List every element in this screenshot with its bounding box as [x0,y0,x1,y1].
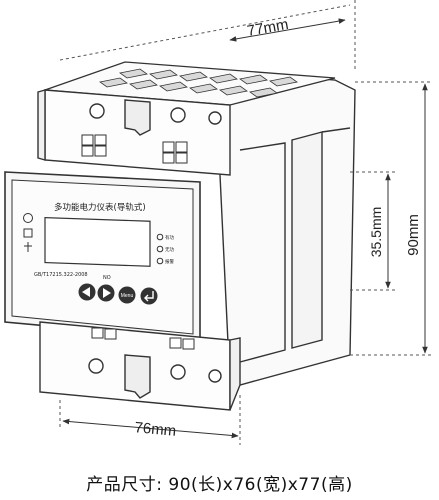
led-active-icon [156,233,164,241]
window-height-label: 35.5mm [368,207,384,258]
dimension-width [59,395,241,445]
right-arrow-icon [103,288,111,298]
product-size-caption: 产品尺寸: 90(长)x76(宽)x77(高) [86,475,353,495]
dimension-height [350,81,432,356]
left-arrow-icon [82,287,90,297]
indicator-label: 报警 [165,258,174,265]
right-button[interactable] [97,284,115,302]
meter-drawing: 77mm 90mm 35.5mm 76mm 多功能电力仪表(导轨式) GB/T1… [4,0,432,445]
front-panel [4,171,201,341]
enter-icon [144,291,154,302]
upper-terminal-block [37,89,231,176]
power-icon [23,213,33,223]
enter-button[interactable] [140,287,158,305]
lower-body [39,321,241,411]
menu-button[interactable] [118,286,136,304]
no-label: NO [103,275,111,281]
antenna-icon [24,242,32,252]
indicator-leds [156,233,164,265]
led-alarm-icon [156,257,164,265]
indicator-label: 无功 [165,246,174,253]
led-reactive-icon [156,245,164,253]
panel-title: 多功能电力仪表(导轨式) [54,202,146,213]
height-label: 90mm [405,214,422,256]
port-icon [23,228,33,238]
depth-label: 77mm [246,16,290,40]
meter-top-surface [44,61,336,106]
meter-side-body [214,69,356,386]
indicator-label: 有功 [165,234,174,241]
standard-label: GB/T17215.322-2008 [34,272,88,278]
dimension-window [350,171,395,291]
menu-button-label: Menu [121,293,134,299]
dimension-depth [59,0,356,72]
left-button[interactable] [78,283,96,301]
width-label: 76mm [134,419,177,440]
lcd-window [44,216,151,267]
